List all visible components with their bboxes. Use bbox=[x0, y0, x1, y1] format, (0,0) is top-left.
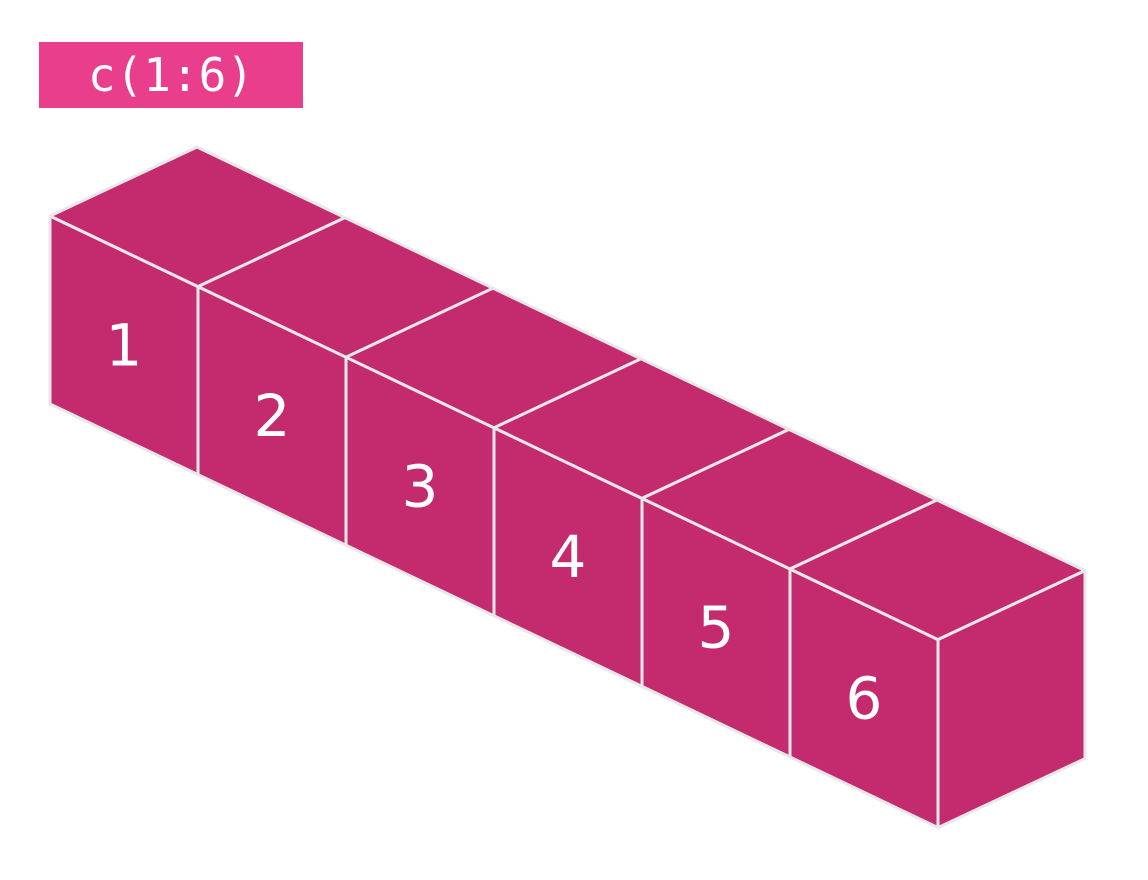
cell-value: 6 bbox=[846, 664, 883, 732]
cell-value: 1 bbox=[106, 311, 143, 379]
cell-value: 5 bbox=[698, 594, 735, 662]
vector-cell: 2 bbox=[196, 216, 495, 547]
vector-cell: 6 bbox=[788, 498, 1087, 830]
cell-value: 2 bbox=[254, 382, 291, 450]
cube-row: 1 2 3 4 5 6 bbox=[48, 145, 1087, 830]
code-label: c(1:6) bbox=[39, 42, 303, 108]
cell-value: 4 bbox=[550, 523, 587, 591]
cell-value: 3 bbox=[402, 453, 439, 521]
cube-side-face bbox=[936, 569, 1087, 830]
